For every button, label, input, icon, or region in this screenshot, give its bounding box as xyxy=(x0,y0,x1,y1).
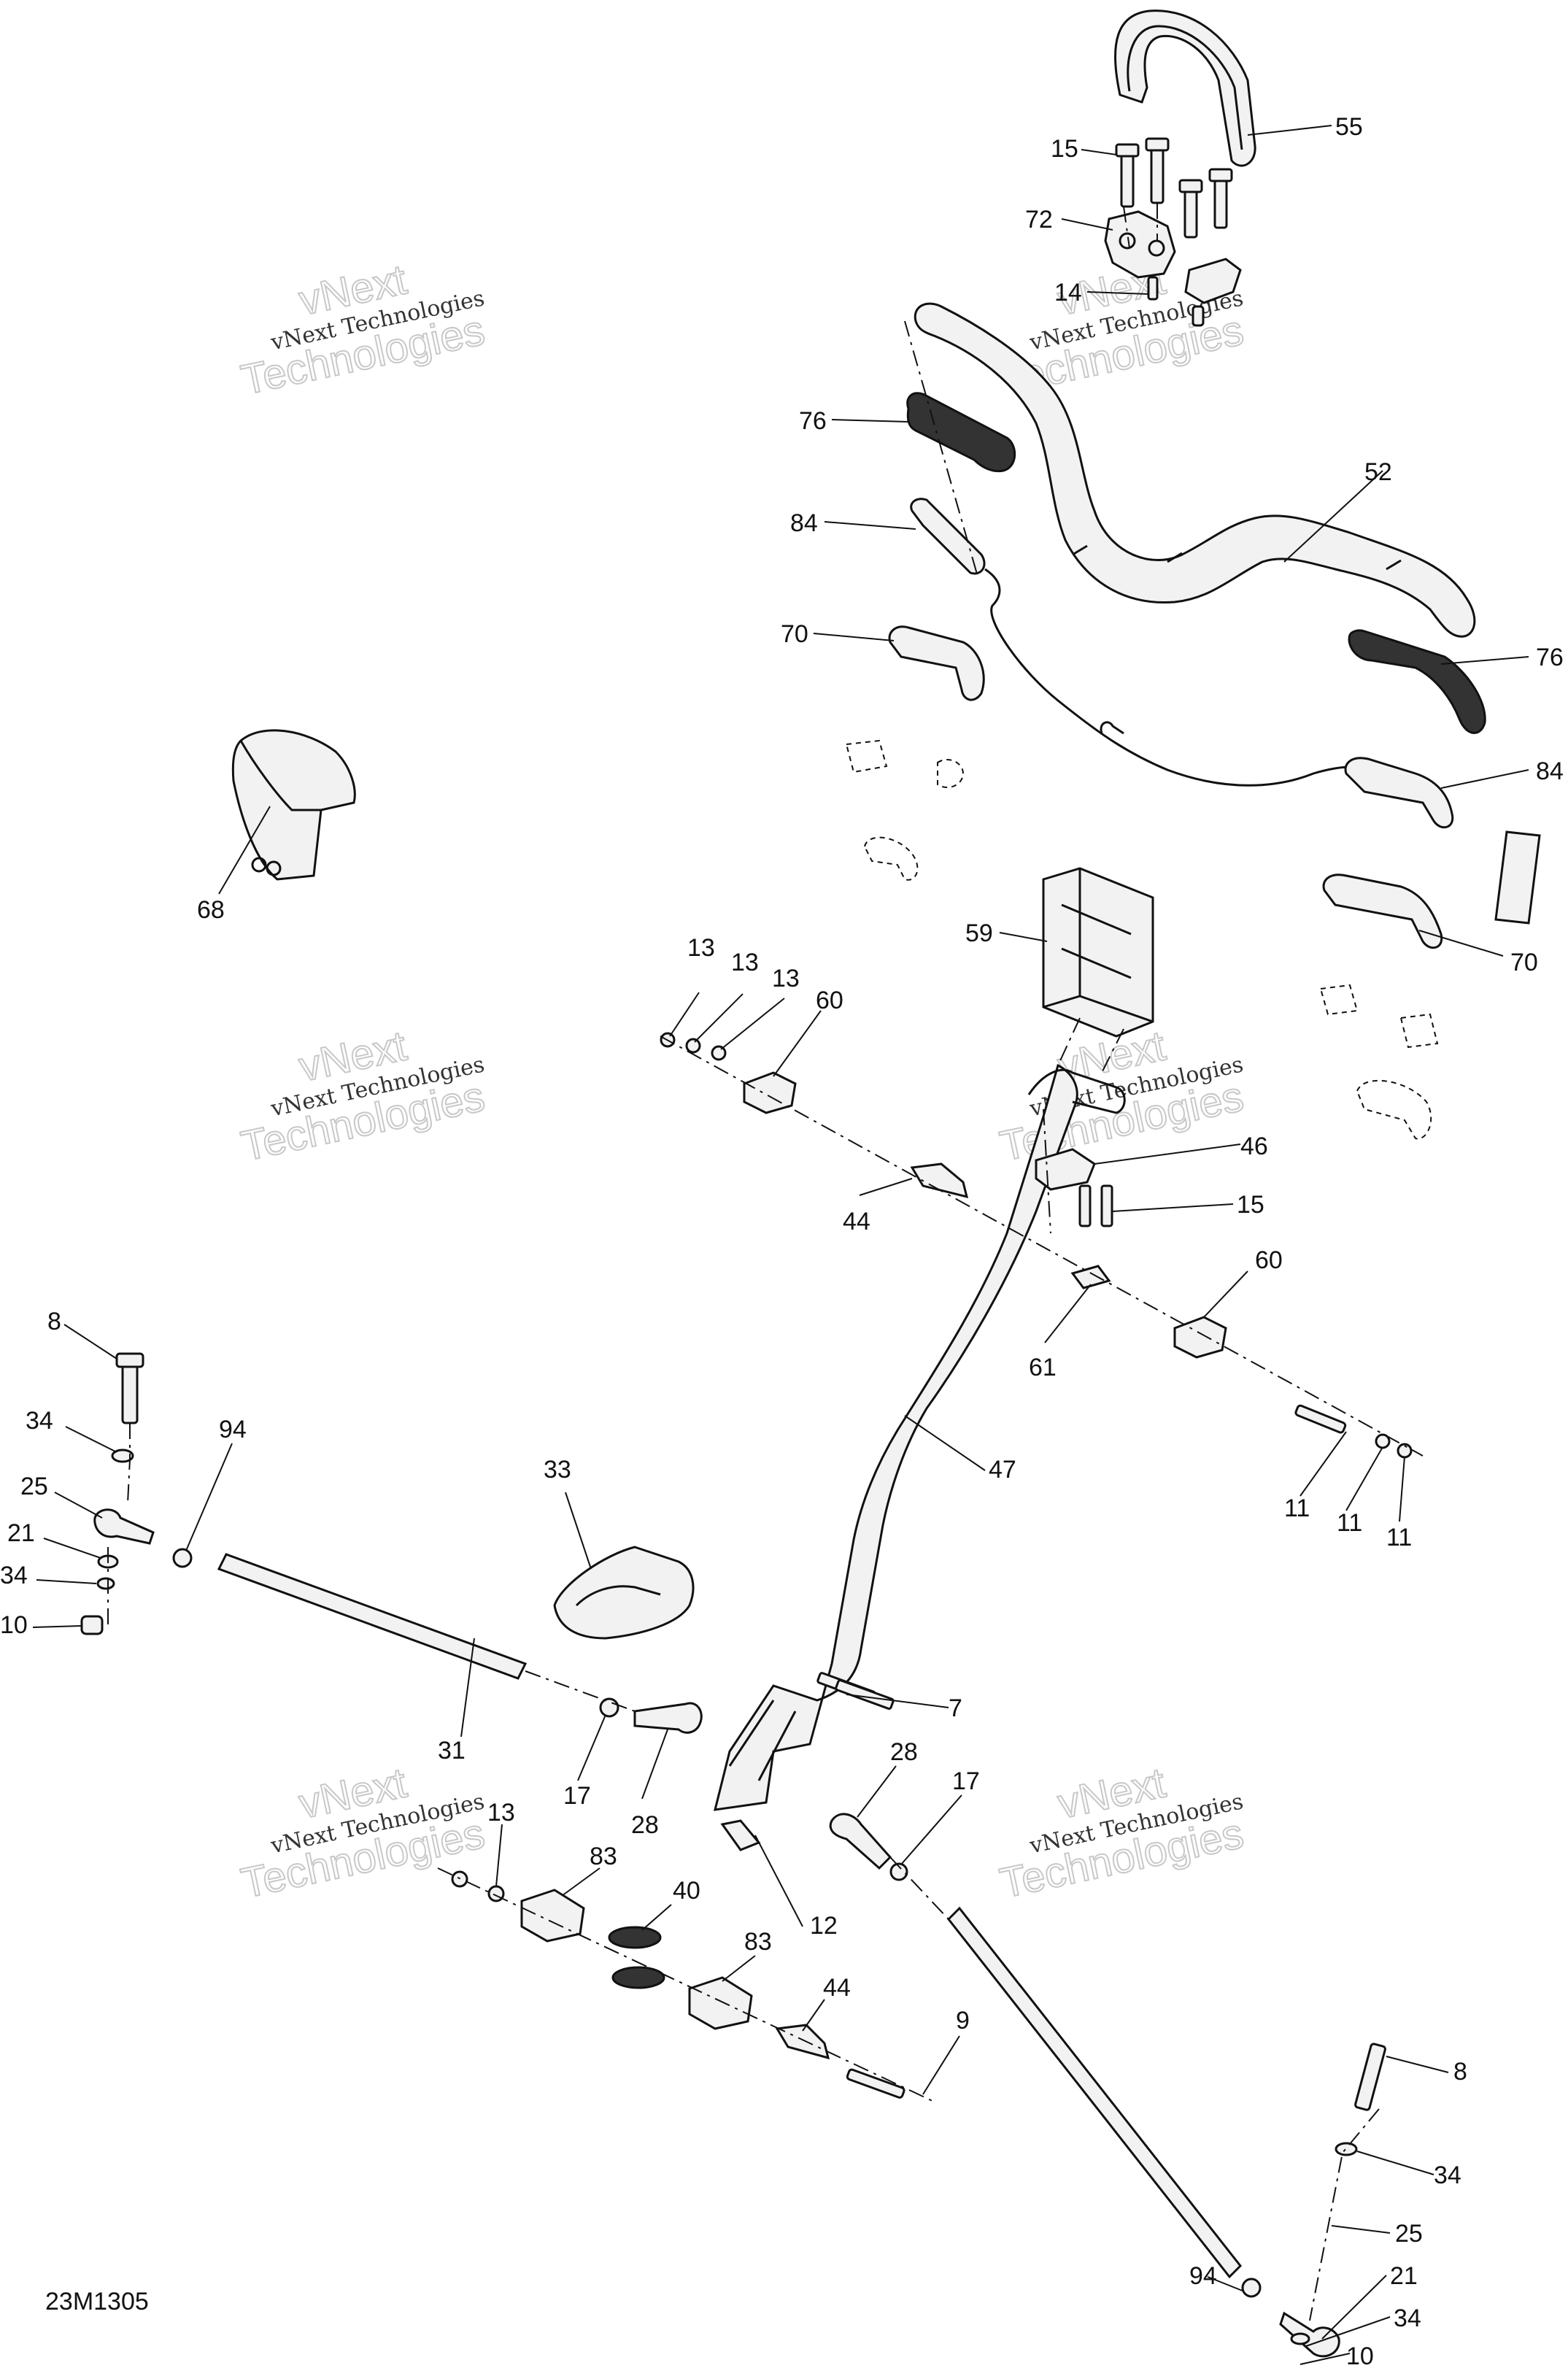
watermark-group: vNext vNext Technologies Technologies vN… xyxy=(236,255,1248,1908)
alignment-lines xyxy=(107,203,1424,2321)
callout-11: 11 xyxy=(1337,1509,1362,1537)
callout-34: 34 xyxy=(0,1562,28,1589)
callout-46: 46 xyxy=(1240,1133,1268,1160)
heater-wire xyxy=(984,568,1387,787)
clamp-83-left xyxy=(520,1889,585,1943)
callout-72: 72 xyxy=(1025,206,1053,234)
riser-block-part xyxy=(1042,867,1154,1038)
callout-52: 52 xyxy=(1364,458,1392,486)
callout-84: 84 xyxy=(1536,757,1564,785)
tie-rod-left xyxy=(217,1553,528,1680)
callout-25: 25 xyxy=(1395,2220,1423,2248)
callout-13: 13 xyxy=(687,934,715,962)
callout-15: 15 xyxy=(1051,135,1078,163)
tie-rod-end-28-left xyxy=(633,1702,703,1734)
callout-28: 28 xyxy=(890,1738,918,1766)
callout-68: 68 xyxy=(197,896,225,924)
callout-76: 76 xyxy=(1536,644,1564,671)
callout-10: 10 xyxy=(0,1611,28,1639)
callout-8: 8 xyxy=(47,1308,61,1335)
callout-34: 34 xyxy=(1434,2161,1461,2189)
callout-17: 17 xyxy=(952,1767,980,1795)
callout-11: 11 xyxy=(1284,1495,1310,1522)
nuts-13-upper xyxy=(660,1032,727,1061)
hand-loop-part xyxy=(1114,9,1256,167)
callout-12: 12 xyxy=(810,1912,838,1940)
steering-column-part xyxy=(714,1063,1078,1811)
callout-21: 21 xyxy=(7,1519,35,1547)
heater-element-right xyxy=(1344,757,1454,829)
callout-31: 31 xyxy=(438,1737,466,1765)
tie-rod-end-left xyxy=(93,1508,155,1545)
callout-94: 94 xyxy=(219,1416,247,1443)
grip-insert-left xyxy=(888,625,985,701)
bolt-11-right xyxy=(1294,1404,1413,1459)
clamp-61-part xyxy=(1070,1265,1111,1289)
callout-60: 60 xyxy=(816,987,843,1014)
callout-labels: 55 15 72 14 76 52 84 70 76 84 68 59 70 1… xyxy=(0,113,1564,2368)
tie-rod-end-right xyxy=(1279,2311,1340,2358)
bolt-44-upper xyxy=(910,1162,969,1199)
callout-76: 76 xyxy=(799,407,827,435)
callout-7: 7 xyxy=(949,1694,962,1722)
callout-34: 34 xyxy=(1394,2305,1421,2332)
callout-13: 13 xyxy=(731,949,759,976)
callout-11: 11 xyxy=(1386,1524,1412,1551)
callout-94: 94 xyxy=(1189,2262,1217,2290)
callout-28: 28 xyxy=(631,1811,659,1839)
tag-part xyxy=(1494,830,1541,925)
callout-59: 59 xyxy=(965,919,993,947)
callout-15: 15 xyxy=(1237,1191,1264,1219)
callout-40: 40 xyxy=(673,1877,700,1905)
diagram-code: 23M1305 xyxy=(45,2288,149,2315)
callout-14: 14 xyxy=(1054,279,1082,306)
clamp-upper-part xyxy=(1104,210,1176,279)
hand-loop-inner-edge xyxy=(1127,25,1243,150)
callout-9: 9 xyxy=(956,2007,970,2035)
upper-clamp-left xyxy=(743,1071,797,1114)
callout-25: 25 xyxy=(20,1473,48,1500)
callout-84: 84 xyxy=(790,509,818,537)
callout-55: 55 xyxy=(1335,113,1363,141)
callout-13: 13 xyxy=(772,965,800,992)
handlebar-cover-part xyxy=(231,729,356,881)
callout-83: 83 xyxy=(744,1928,772,1956)
callout-70: 70 xyxy=(781,620,808,648)
callout-33: 33 xyxy=(544,1456,571,1484)
callout-70: 70 xyxy=(1510,949,1538,976)
callout-44: 44 xyxy=(843,1208,870,1235)
column-cover-part xyxy=(553,1546,695,1640)
callout-34: 34 xyxy=(26,1407,53,1435)
callout-17: 17 xyxy=(563,1782,591,1810)
sleeve-12-part xyxy=(720,1819,761,1851)
callout-60: 60 xyxy=(1255,1246,1283,1274)
clamp-83-right xyxy=(688,1976,753,2030)
grip-insert-right xyxy=(1322,873,1443,949)
heater-element-left xyxy=(910,498,986,575)
tie-rod-right xyxy=(946,1906,1243,2279)
grip-right-part xyxy=(1348,629,1486,734)
parts-layer xyxy=(80,9,1541,2358)
callout-8: 8 xyxy=(1453,2058,1467,2086)
callout-83: 83 xyxy=(590,1843,617,1870)
callout-44: 44 xyxy=(823,1974,851,2002)
clamp-lower-part xyxy=(1184,258,1242,304)
callout-21: 21 xyxy=(1390,2262,1418,2290)
callout-47: 47 xyxy=(989,1456,1016,1484)
grip-left-part xyxy=(906,392,1016,473)
column-bracket-part xyxy=(1035,1148,1096,1191)
bolt-group-15-upper xyxy=(1115,137,1233,239)
tie-rod-end-28-right xyxy=(829,1813,892,1870)
leader-lines xyxy=(32,125,1529,2365)
handlebar-part xyxy=(914,302,1476,638)
callout-10: 10 xyxy=(1346,2342,1374,2368)
callout-13: 13 xyxy=(487,1799,515,1827)
callout-61: 61 xyxy=(1029,1354,1057,1381)
